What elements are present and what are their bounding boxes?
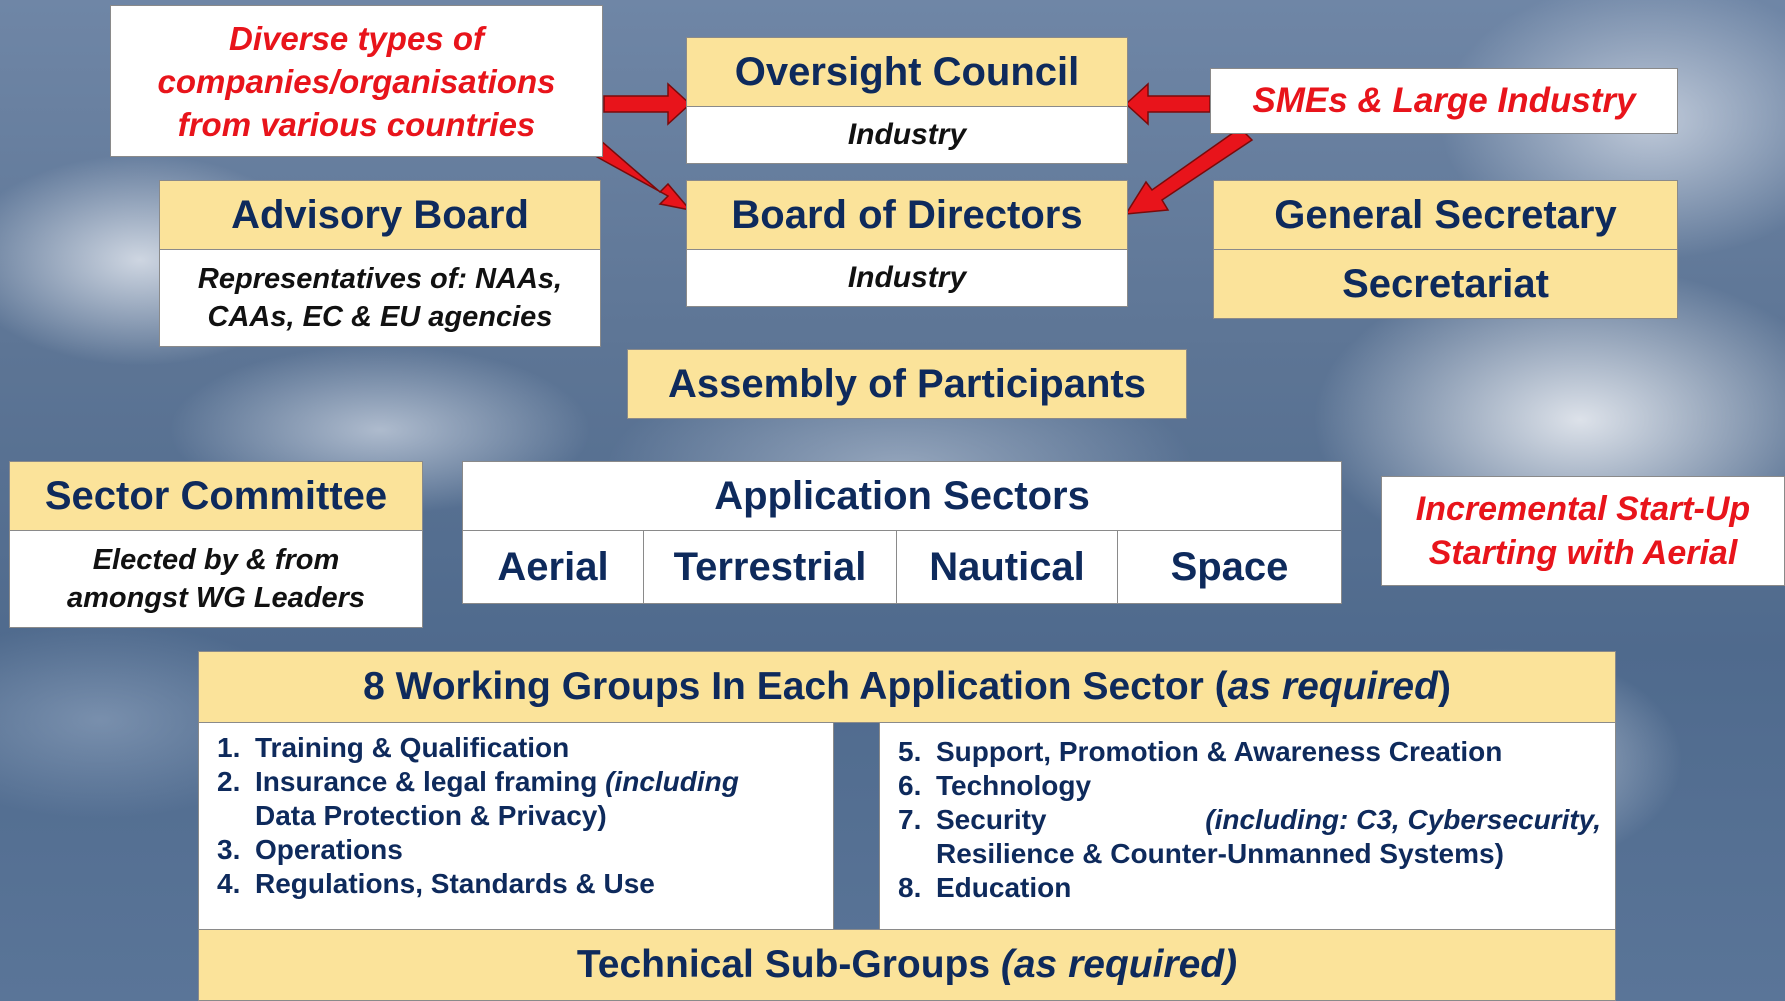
working-groups-title: 8 Working Groups In Each Application Sec… [198,651,1616,723]
wg-text-2: Insurance & legal framing [255,766,606,797]
advisory-board-title: Advisory Board [159,180,601,250]
oversight-council-title: Oversight Council [686,37,1128,107]
board-of-directors-label: Board of Directors [731,192,1083,237]
arrow-diverse-to-board [586,138,692,212]
sector-terrestrial: Terrestrial [643,530,897,604]
general-secretary-title: General Secretary [1213,180,1678,250]
wg-item-5: 5. Support, Promotion & Awareness Creatio… [898,735,1601,769]
wg-text-1: Training & Qualification [255,732,570,763]
working-groups-left-list: 1. Training & Qualification 2. Insurance &… [198,722,834,930]
technical-sub-groups-italic: (as required) [1000,943,1238,986]
wg-num-7: 7. [898,804,922,835]
wg-item-1: 1. Training & Qualification [217,731,823,765]
technical-sub-groups-main: Technical Sub-Groups [576,943,1001,986]
oversight-council-sub-label: Industry [847,118,967,151]
wg-item-7-cont: Resilience & Counter-Unmanned Systems) [936,838,1504,869]
application-sectors-title: Application Sectors [462,461,1342,531]
sector-committee-sub-line-1: Elected by & from [92,544,340,576]
wg-item-2-cont: Data Protection & Privacy) [255,800,607,831]
arrow-smes-to-oversight [1124,82,1211,126]
arrow-diverse-to-oversight [603,82,692,126]
wg-item-6: 6. Technology [898,769,1601,803]
note-smes-label: SMEs & Large Industry [1252,81,1636,120]
note-diverse-companies: Diverse types of companies/organisations… [110,5,603,157]
wg-num-6: 6. [898,770,922,801]
sector-terrestrial-label: Terrestrial [673,544,867,589]
wg-item-7: 7. Security (including: C3, Cybersecurity… [898,803,1601,837]
note-smes: SMEs & Large Industry [1210,68,1678,134]
sector-space: Space [1117,530,1342,604]
wg-num-8: 8. [898,872,922,903]
general-secretary-label: General Secretary [1274,192,1617,237]
secretariat-label: Secretariat [1342,261,1549,306]
wg-text-8: Education [936,872,1072,903]
wg-text-7: Security [936,804,1055,835]
working-groups-title-end: ) [1437,665,1451,708]
wg-num-1: 1. [217,732,241,763]
advisory-board-label: Advisory Board [231,192,529,237]
sector-aerial: Aerial [462,530,644,604]
wg-text-6: Technology [936,770,1092,801]
wg-item-4: 4. Regulations, Standards & Use [217,867,823,901]
advisory-sub-line-2: CAAs, EC & EU agencies [207,301,553,333]
application-sectors-label: Application Sectors [714,473,1090,518]
sector-space-label: Space [1170,544,1289,589]
wg-num-2: 2. [217,766,241,797]
wg-italic-2: (including [605,766,739,797]
sector-committee-label: Sector Committee [44,473,388,518]
board-of-directors-title: Board of Directors [686,180,1128,250]
wg-italic-7: (including: C3, Cybersecurity, [1205,804,1601,835]
working-groups-right-list: 5. Support, Promotion & Awareness Creatio… [879,722,1616,930]
wg-text-5: Support, Promotion & Awareness Creation [936,736,1503,767]
sector-nautical: Nautical [896,530,1118,604]
working-groups-title-italic: as required [1227,665,1438,708]
wg-text-3: Operations [255,834,403,865]
arrow-smes-to-board [1124,127,1254,215]
wg-num-4: 4. [217,868,241,899]
note-incremental-line-1: Incremental Start-Up [1415,490,1751,528]
sector-committee-title: Sector Committee [9,461,423,531]
advisory-sub-line-1: Representatives of: NAAs, [197,263,563,295]
note-diverse-line-1: Diverse types of [229,19,484,57]
oversight-council-label: Oversight Council [734,49,1080,94]
note-diverse-line-2: companies/organisations [157,62,556,100]
board-of-directors-sub-label: Industry [847,261,967,294]
technical-sub-groups: Technical Sub-Groups (as required) [198,929,1616,1001]
oversight-council-sub: Industry [686,106,1128,164]
sector-aerial-label: Aerial [497,544,609,589]
assembly-of-participants: Assembly of Participants [627,349,1187,419]
note-incremental-line-2: Starting with Aerial [1428,534,1738,572]
wg-item-8: 8. Education [898,871,1601,905]
wg-num-5: 5. [898,736,922,767]
advisory-board-sub: Representatives of: NAAs, CAAs, EC & EU … [159,249,601,347]
sector-committee-sub-line-2: amongst WG Leaders [66,582,366,614]
note-incremental-start-up: Incremental Start-Up Starting with Aeria… [1381,476,1785,586]
secretariat: Secretariat [1213,249,1678,319]
wg-item-2: 2. Insurance & legal framing (including [217,765,823,799]
assembly-label: Assembly of Participants [668,361,1146,406]
sector-committee-sub: Elected by & from amongst WG Leaders [9,530,423,628]
board-of-directors-sub: Industry [686,249,1128,307]
wg-text-4: Regulations, Standards & Use [255,868,655,899]
wg-item-3: 3. Operations [217,833,823,867]
sector-nautical-label: Nautical [929,544,1085,589]
wg-num-3: 3. [217,834,241,865]
working-groups-title-main: 8 Working Groups In Each Application Sec… [363,665,1228,708]
note-diverse-line-3: from various countries [177,105,536,143]
